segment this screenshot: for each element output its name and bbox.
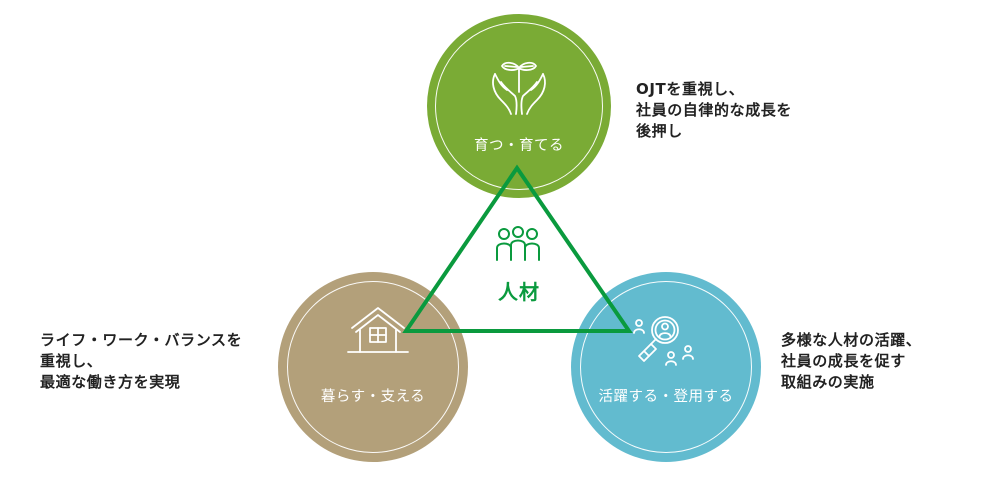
- node-label-thrive: 活躍する・登用する: [598, 389, 734, 405]
- node-label-grow: 育つ・育てる: [474, 138, 564, 154]
- description-live-line: 最適な働き方を実現: [40, 373, 181, 391]
- center-label: 人材: [498, 280, 540, 304]
- description-live: ライフ・ワーク・バランスを 重視し、 最適な働き方を実現: [40, 330, 242, 393]
- node-circle-grow: 育つ・育てる: [427, 14, 611, 198]
- description-live-line: ライフ・ワーク・バランスを: [40, 331, 243, 349]
- description-thrive-line: 社員の成長を促す: [781, 352, 906, 370]
- description-grow: OJTを重視し、 社員の自律的な成長を 後押し: [636, 79, 792, 142]
- node-ring-thrive: [580, 281, 752, 453]
- node-label-live: 暮らす・支える: [320, 389, 426, 405]
- node-circle-live: 暮らす・支える: [278, 272, 468, 462]
- node-ring-grow: [435, 22, 603, 190]
- node-circle-thrive: 活躍する・登用する: [571, 272, 761, 462]
- node-ring-live: [287, 281, 459, 453]
- house-icon: [347, 307, 409, 353]
- description-thrive-line: 取組みの実施: [781, 373, 875, 391]
- description-thrive: 多様な人材の活躍、 社員の成長を促す 取組みの実施: [781, 330, 921, 393]
- description-thrive-line: 多様な人材の活躍、: [781, 331, 922, 349]
- description-live-line: 重視し、: [40, 352, 103, 370]
- description-grow-line: 後押し: [636, 122, 683, 140]
- description-grow-line: 社員の自律的な成長を: [636, 101, 793, 119]
- magnifier-people-icon: [633, 316, 694, 366]
- description-grow-line: OJTを重視し、: [636, 80, 745, 98]
- people-group-icon: [496, 226, 540, 261]
- hands-sprout-icon: [492, 61, 546, 115]
